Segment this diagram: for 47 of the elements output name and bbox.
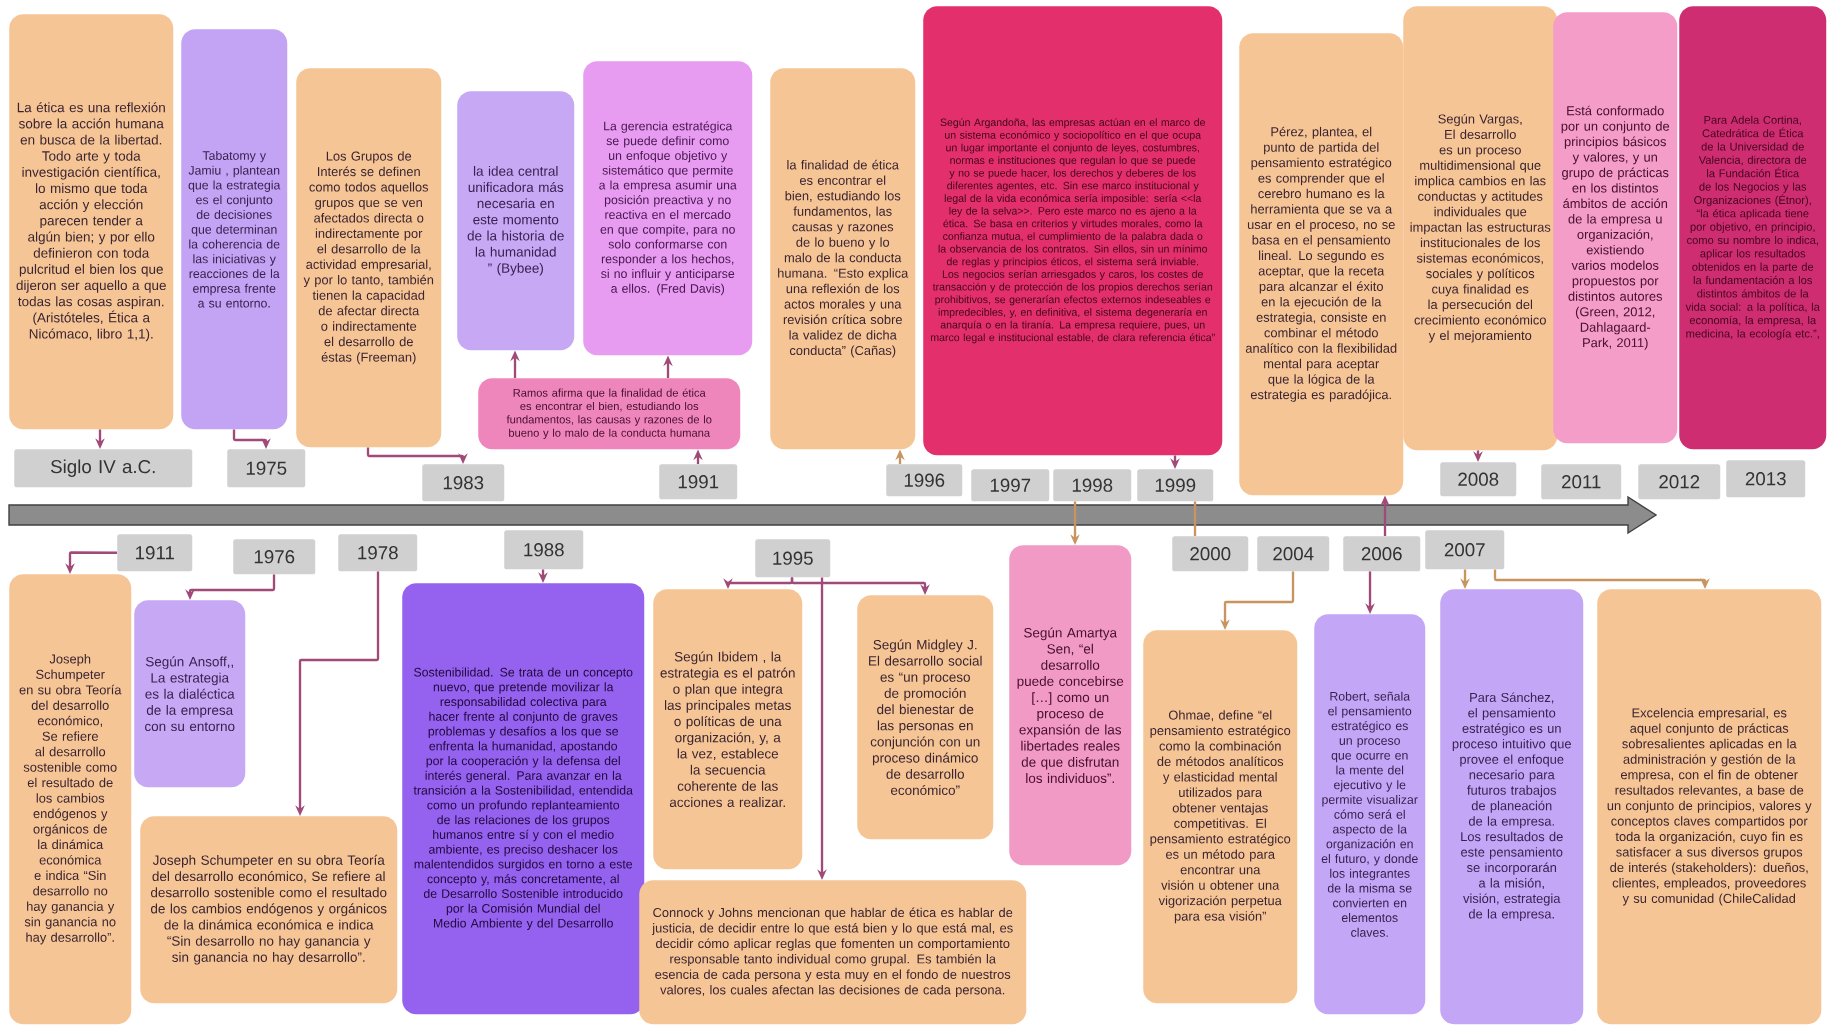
text-box: Según Amartya Sen, “el desarrollo puede concebirse […] como un proceso de expansión de las libertades reales de que disfrutan los individuos”.: [1009, 545, 1132, 866]
year-label: 2008: [1440, 462, 1517, 497]
year-label: 1997: [971, 469, 1050, 502]
node-label: Según Vargas, El desarrollo es un proceso multidimensional que implica cambios en las conductas y actitudes individuales que impactan las estructuras institucionales de los sistemas económicos, sociales y políticos cuya finalidad es la persecución del crecimiento económico y el mejoramiento: [1410, 113, 1551, 343]
text-box: Según Ansoff,, La estrategia es la dialéctica de la empresa con su entorno: [134, 600, 246, 788]
text-box: la finalidad de ética es encontrar el bien, estudiando los fundamentos, las causas y razones de lo bueno y lo malo de la conducta humana. “Esto explica una reflexión de los actos morales y una revisión crítica sobre la validez de dicha conducta” (Cañas): [770, 68, 916, 450]
text-box: Según Ibidem , la estrategia es el patrón o plan que integra las principales metas o políticas de una organización, y, a la vez, establece la secuencia coherente de las acciones a realizar.: [653, 589, 803, 870]
text-box: Tabatomy y Jamiu , plantean que la estrategia es el conjunto de decisiones que determinan la coherencia de las iniciativas y reacciones de la empresa frente a su entorno.: [181, 29, 288, 430]
text-box: Robert, señala el pensamiento estratégico es un proceso que ocurre en la mente del ejecutivo y le permite visualizar cómo será el aspecto de la organización en el futuro, y donde los integrantes de la misma se convierten en elementos claves.: [1314, 614, 1426, 1015]
year-label: 1998: [1053, 469, 1132, 502]
year-label: 1991: [659, 464, 738, 500]
year-label: 1995: [755, 539, 831, 578]
year-label: 1911: [117, 534, 193, 572]
year-label: 1983: [422, 464, 505, 502]
node-label: Pérez, plantea, el punto de partida del pensamiento estratégico es comprender que el cerebro humano es la herramienta que se va a usar en el proceso, no se basa en el pensamiento lineal. Lo segundo es aceptar, que la receta para alcanzar el éxito en la ejecución de la estrategia, consiste en combinar el método analítico con la flexibilidad mental para aceptar que la lógica de la estrategia es paradójica.: [1245, 126, 1397, 402]
year-label: 2006: [1343, 536, 1421, 572]
year-label: 2007: [1425, 530, 1505, 570]
text-box: Según Vargas, El desarrollo es un proceso multidimensional que implica cambios en las conductas y actitudes individuales que impactan las estructuras institucionales de los sistemas económicos, sociales y políticos cuya finalidad es la persecución del crecimiento económico y el mejoramiento: [1403, 6, 1558, 451]
text-box: Joseph Schumpeter en su obra Teoría del desarrollo económico, Se refiere al desarrollo sostenible como el resultado de los cambios endógenos y orgánicos de la dinámica económica e indica “Sin desarrollo no hay ganancia y sin ganancia no hay desarrollo”.: [9, 574, 132, 1025]
text-box: La ética es una reflexión sobre la acción humana en busca de la libertad. Todo arte y toda investigación científica, lo mismo que toda acción y elección parecen tender a algún bien; y por ello definieron con toda pulcritud el bien los que dijeron ser aquello a que todas las cosas aspiran. (Aristóteles, Ética a Nicómaco, libro 1,1).: [9, 14, 174, 430]
text-box: Según Midgley J. El desarrollo social es “un proceso de promoción del bienestar de las personas en conjunción con un proceso dinámico de desarrollo económico”: [857, 595, 994, 840]
year-label: 1999: [1137, 469, 1214, 502]
year-label: 1988: [504, 530, 584, 570]
year-label: 2011: [1541, 464, 1622, 500]
text-box: La gerencia estratégica se puede definir como un enfoque objetivo y sistemático que permite a la empresa asumir una posición preactiva y no reactiva en el mercado en que compite, para no solo conformarse con responder a los hechos, si no influir y anticiparse a ellos. (Fred Davis): [583, 61, 753, 356]
text-box: Joseph Schumpeter en su obra Teoría del desarrollo económico, Se refiere al desarrollo sostenible como el resultado de los cambios endógenos y orgánicos de la dinámica económica e indica “Sin desarrollo no hay ganancia y sin ganancia no hay desarrollo”.: [140, 816, 398, 1004]
year-label: 2004: [1257, 536, 1330, 572]
year-label: 1976: [233, 539, 316, 575]
text-box: la idea central unificadora más necesaria en este momento de la historia de la humanidad ” (Bybee): [457, 91, 575, 351]
year-label: Siglo IV a.C.: [14, 449, 193, 488]
text-box: Para Sánchez, el pensamiento estratégico es un proceso intuitivo que provee el enfoque necesario para futuros trabajos de planeación de la empresa. Los resultados de este pensamiento se incorporarán a la misión, visión, estrategia de la empresa.: [1440, 589, 1584, 1025]
text-box: Pérez, plantea, el punto de partida del pensamiento estratégico es comprender que el cerebro humano es la herramienta que se va a usar en el proceso, no se basa en el pensamiento lineal. Lo segundo es aceptar, que la receta para alcanzar el éxito en la ejecución de la estrategia, consiste en combinar el método analítico con la flexibilidad mental para aceptar que la lógica de la estrategia es paradójica.: [1239, 33, 1404, 496]
year-label: 2013: [1726, 460, 1806, 498]
text-box: Sostenibilidad. Se trata de un concepto nuevo, que pretende movilizar la responsabilidad colectiva para hacer frente al conjunto de graves problemas y desafíos a los que se enfrenta la humanidad, apostando por la cooperación y la defensa del interés general. Para avanzar en la transición a la Sostenibilidad, entendida como un profundo replanteamiento de las relaciones de los grupos humanos entre sí y con el medio ambiente, es preciso deshacer los malentendidos surgidos en torno a este concepto y, más concretamente, al de Desarrollo Sostenible introducido por la Comisión Mundial del Medio Ambiente y del Desarrollo: [402, 583, 645, 1015]
text-box: Está conformado por un conjunto de principios básicos y valores, y un grupo de prácticas en los distintos ámbitos de acción de la empresa u organización, existiendo varios modelos propuestos por distintos autores (Green, 2012, Dahlagaard-Park, 2011): [1553, 12, 1678, 444]
text-box: Los Grupos de Interés se definen como todos aquellos grupos que se ven afectados directa o indirectamente por el desarrollo de la actividad empresarial, y por lo tanto, también tienen la capacidad de afectar directa o indirectamente el desarrollo de éstas (Freeman): [296, 68, 442, 448]
year-label: 2012: [1638, 464, 1721, 500]
year-label: 1996: [886, 464, 963, 497]
text-box: Ohmae, define “el pensamiento estratégico como la combinación de métodos analíticos y elasticidad mental utilizados para obtener ventajas competitivas. El pensamiento estratégico es un método para encontrar una visión u obtener una vigorización perpetua para esa visión”: [1143, 630, 1298, 1004]
year-label: 2000: [1172, 536, 1249, 572]
text-box: Connock y Johns mencionan que hablar de ética es hablar de justicia, de decidir entre lo que está bien y lo que está mal, es decidir cómo aplicar reglas que fomenten un comportamiento responsable tanto individual como grupal. Es también la esencia de cada persona y esta muy en el fondo de nuestros valores, los cuales afectan las decisiones de cada persona.: [639, 880, 1027, 1025]
text-box: Según Argandoña, las empresas actúan en el marco de un sistema económico y sociopolítico en el que ocupa un lugar importante el conjunto de leyes, costumbres, normas e instituciones que regulan lo que se puede y no se puede hacer, los derechos y deberes de los diferentes agentes, etc. Sin ese marco institucional y legal de la vida económica sería imposible: sería <<la ley de la selva>>. Pero este marco no es ajeno a la ética. Se basa en criterios y virtudes morales, como la confianza mutua, el cumplimiento de la palabra dada o la observancia de los contratos. Sin ellos, sin un mínimo de reglas y principios éticos, el sistema será inviable. Los negocios serían arriesgados y caros, los costes de transacción y de protección de los propios derechos serían prohibitivos, se generarían efectos externos indeseables e impredecibles, y, en definitiva, el sistema degeneraría en anarquía o en la tiranía. La empresa requiere, pues, un marco legal e institucional estable, de clara referencia ética”: [923, 6, 1223, 456]
text-box: Excelencia empresarial, es aquel conjunto de prácticas sobresalientes aplicadas en la administración y gestión de la empresa, con el fin de obtener resultados relevantes, a base de un conjunto de principios, valores y conceptos claves compartidos por toda la organización, cuyo fin es satisfacer a sus diversos grupos de interés (stakeholders): dueños, clientes, empleados, proveedores y su comunidad (ChileCalidad: [1597, 589, 1822, 1025]
text-box: Para Adela Cortina, Catedrática de Ética de la Universidad de Valencia, directora de la Fundación Ética de los Negocios y las Organizaciones (Étnor), “la ética aplicada tiene por objetivo, en principio, como su nombre lo indica, aplicar los resultados obtenidos en la parte de la fundamentación a los distintos ámbitos de la vida social: a la política, la economía, la empresa, la medicina, la ecología etc.”,: [1679, 6, 1827, 450]
year-label: 1978: [338, 534, 418, 572]
year-label: 1975: [227, 449, 306, 488]
text-box: Ramos afirma que la finalidad de ética es encontrar el bien, estudiando los fundamentos, las causas y razones de lo bueno y lo malo de la conducta humana: [478, 378, 741, 450]
